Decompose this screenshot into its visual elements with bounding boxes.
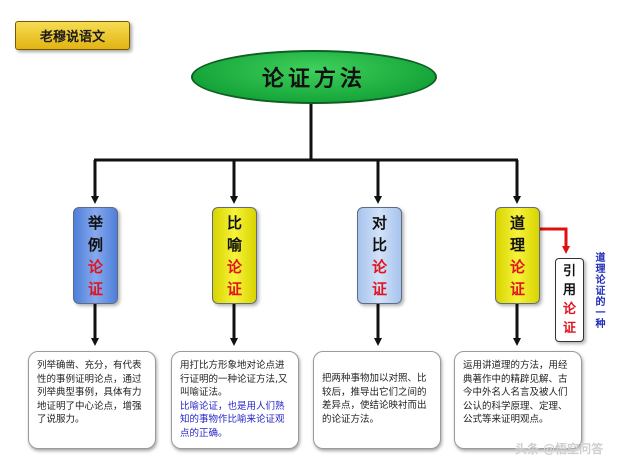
diagram-title: 论证方法 [191, 50, 437, 104]
reasoning-description: 运用讲道理的方法，用经典著作中的精辟见解、古今中外名人名言及被人们公认的科学原理… [454, 351, 582, 449]
method-example-box: 举 例 论 证 [73, 207, 118, 304]
citation-char: 引 [562, 264, 576, 279]
method-char: 证 [509, 279, 525, 298]
description-text: 把两种事物加以对照、比较后，推导出它们之间的差异点，使结论映衬而出的论证方法。 [322, 373, 427, 425]
method-char: 理 [509, 235, 525, 254]
method-char: 比 [371, 235, 387, 254]
method-char: 喻 [226, 235, 242, 254]
method-char: 对 [371, 213, 387, 232]
method-char: 道 [509, 213, 525, 232]
method-char: 举 [87, 213, 103, 232]
watermark: 头条 @悟空问答 [515, 442, 604, 456]
description-text: 运用讲道理的方法，用经典著作中的精辟见解、古今中外名人名言及被人们公认的科学原理… [463, 360, 568, 425]
arrow-to-citation [537, 227, 570, 254]
citation-note: 道理论证的一种 [593, 252, 604, 329]
description-highlight: 比喻论证，也是用人们熟知的事物作比喻来论证观点的正确。 [180, 400, 285, 439]
citation-box: 引 用 论 证 [555, 258, 584, 342]
method-char: 论 [371, 257, 387, 276]
metaphor-description: 用打比方形象地对论点进行证明的一种论证方法,又叫喻证法。 比喻论证，也是用人们熟… [171, 351, 299, 449]
description-text: 列举确凿、充分，有代表性的事例证明论点，通过列举典型事例，具体有力地证明了中心论… [37, 360, 142, 425]
method-metaphor-box: 比 喻 论 证 [212, 207, 257, 304]
author-badge: 老穆说语文 [15, 21, 130, 50]
method-char: 证 [87, 279, 103, 298]
method-char: 论 [226, 257, 242, 276]
method-reasoning-box: 道 理 论 证 [495, 207, 540, 304]
description-text: 用打比方形象地对论点进行证明的一种论证方法,又叫喻证法。 [180, 360, 288, 398]
method-char: 论 [509, 257, 525, 276]
method-char: 论 [87, 257, 103, 276]
citation-char: 论 [562, 302, 576, 317]
method-char: 证 [226, 279, 242, 298]
method-char: 比 [226, 213, 242, 232]
method-contrast-box: 对 比 论 证 [357, 207, 402, 304]
citation-char: 证 [562, 321, 576, 336]
citation-char: 用 [562, 283, 576, 298]
method-char: 证 [371, 279, 387, 298]
contrast-description: 把两种事物加以对照、比较后，推导出它们之间的差异点，使结论映衬而出的论证方法。 [313, 351, 441, 449]
method-char: 例 [87, 235, 103, 254]
example-description: 列举确凿、充分，有代表性的事例证明论点，通过列举典型事例，具体有力地证明了中心论… [28, 351, 156, 449]
